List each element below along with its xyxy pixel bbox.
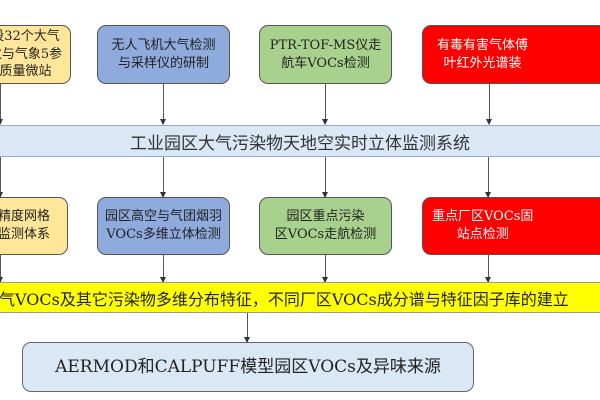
box-label: PTR-TOF-MS仪走 航车VOCs检测 [269, 37, 382, 71]
feature-band: 气VOCs及其它污染物多维分布特征，不同厂区VOCs成分谱与特征因子库的建立 [0, 282, 600, 313]
top-box-ptr-tof-ms: PTR-TOF-MS仪走 航车VOCs检测 [259, 25, 392, 84]
arrow-down [0, 84, 3, 125]
source-model-box: AERMOD和CALPUFF模型园区VOCs及异味来源 [22, 342, 474, 392]
box-label: 有毒有害气体傅 叶红外光谱装 [437, 37, 529, 71]
monitoring-system-band: 工业园区大气污染物天地空实时立体监测系统 [0, 125, 600, 157]
box-label: 重点厂区VOCs固 站点检测 [432, 209, 534, 242]
box-label: 园区重点污染 区VOCs走航检测 [274, 209, 377, 242]
arrow-down [160, 84, 166, 125]
box-label: 无人飞机大气检测 与采样仪的研制 [111, 37, 216, 71]
middle-box-fixed-stations: 重点厂区VOCs固 站点检测 [422, 197, 600, 255]
top-box-ftir: 有毒有害气体傅 叶红外光谱装 [422, 25, 600, 84]
arrow-down [244, 313, 250, 343]
arrow-down [0, 255, 3, 283]
middle-box-high-altitude: 园区高空与气团烟羽 VOCs多维立体检测 [97, 197, 230, 255]
arrow-down [160, 255, 166, 283]
band-label: 气VOCs及其它污染物多维分布特征，不同厂区VOCs成分谱与特征因子库的建立 [0, 289, 569, 309]
arrow-down [486, 84, 492, 125]
box-label: AERMOD和CALPUFF模型园区VOCs及异味来源 [55, 356, 441, 377]
middle-box-grid-monitoring: 精度网格 监测体系 [0, 197, 68, 255]
arrow-down [322, 255, 328, 283]
middle-box-key-area-nav: 园区重点污染 区VOCs走航检测 [259, 197, 392, 255]
band-label: 工业园区大气污染物天地空实时立体监测系统 [130, 133, 470, 154]
box-label: 精度网格 监测体系 [0, 209, 50, 242]
box-label: 设32个大气 数与气象5参 质量微站 [0, 29, 63, 80]
arrow-down [485, 255, 491, 283]
box-label: 园区高空与气团烟羽 VOCs多维立体检测 [104, 209, 222, 242]
arrow-down [322, 84, 328, 125]
top-box-micro-stations: 设32个大气 数与气象5参 质量微站 [0, 25, 71, 84]
top-box-uav-detection: 无人飞机大气检测 与采样仪的研制 [97, 25, 230, 84]
arrow-down [160, 157, 166, 198]
arrow-down [485, 157, 491, 198]
arrow-down [322, 157, 328, 198]
arrow-down [0, 157, 3, 198]
